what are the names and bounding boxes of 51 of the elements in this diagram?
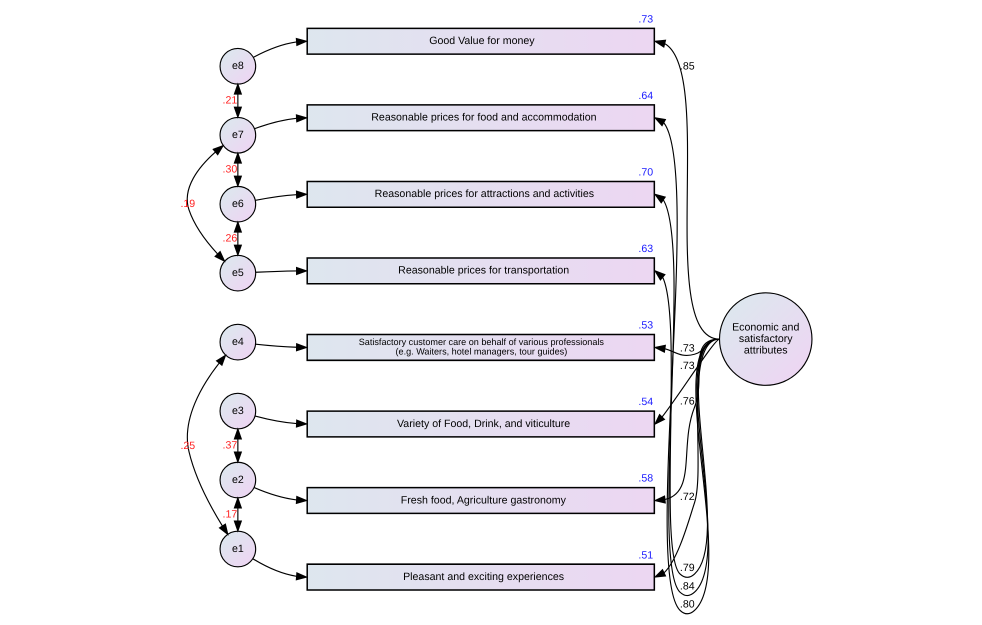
edge-label: .84	[680, 580, 695, 592]
arrow	[254, 487, 308, 504]
edge-label: .80	[680, 598, 695, 611]
arrow	[654, 338, 720, 578]
node-label: .70	[638, 166, 654, 179]
node-label: .58	[638, 472, 654, 485]
arrow	[654, 338, 720, 426]
node-circle: e7	[219, 116, 256, 154]
arrow	[234, 220, 242, 257]
arrow	[654, 116, 720, 614]
edge-label: .73	[680, 342, 695, 354]
node-circle: e8	[219, 48, 256, 85]
edge-label: .26	[222, 232, 238, 244]
node-label: .53	[638, 320, 654, 332]
edge-label: .17	[222, 508, 238, 520]
edge-label: .72	[680, 490, 695, 503]
node-circle: e5	[219, 254, 256, 292]
node-label: .63	[638, 243, 654, 256]
node-circle: Economic and satisfactory attributes	[718, 292, 813, 386]
arrow	[252, 558, 308, 580]
node-label: .73	[638, 13, 654, 26]
edge-label: .85	[680, 60, 695, 72]
edge-label: .73	[680, 360, 695, 372]
edge-label: .37	[222, 439, 238, 452]
node-circle: e6	[219, 186, 256, 223]
arrow	[186, 144, 226, 262]
arrow	[653, 338, 720, 504]
arrow	[186, 354, 229, 536]
arrow	[254, 114, 308, 130]
arrow	[234, 427, 242, 464]
node-circle: e4	[219, 324, 256, 360]
edge-label: .76	[680, 395, 695, 408]
node-label: .54	[638, 396, 654, 408]
edge-label: .21	[222, 94, 238, 107]
arrow	[654, 270, 720, 578]
node-circle: e2	[219, 462, 256, 498]
arrow	[256, 343, 308, 352]
arrow	[255, 415, 308, 428]
arrow	[255, 190, 308, 201]
arrow	[654, 193, 720, 596]
edge-label: .79	[680, 562, 695, 574]
node-label: .51	[638, 549, 654, 562]
arrow	[234, 496, 242, 533]
arrow	[234, 152, 242, 188]
arrow	[256, 266, 308, 276]
node-circle: e1	[219, 530, 256, 568]
arrow	[253, 38, 308, 58]
arrow	[234, 82, 242, 119]
edge-label: .30	[222, 164, 238, 176]
node-label: .64	[638, 90, 654, 102]
node-circle: e3	[219, 392, 256, 430]
